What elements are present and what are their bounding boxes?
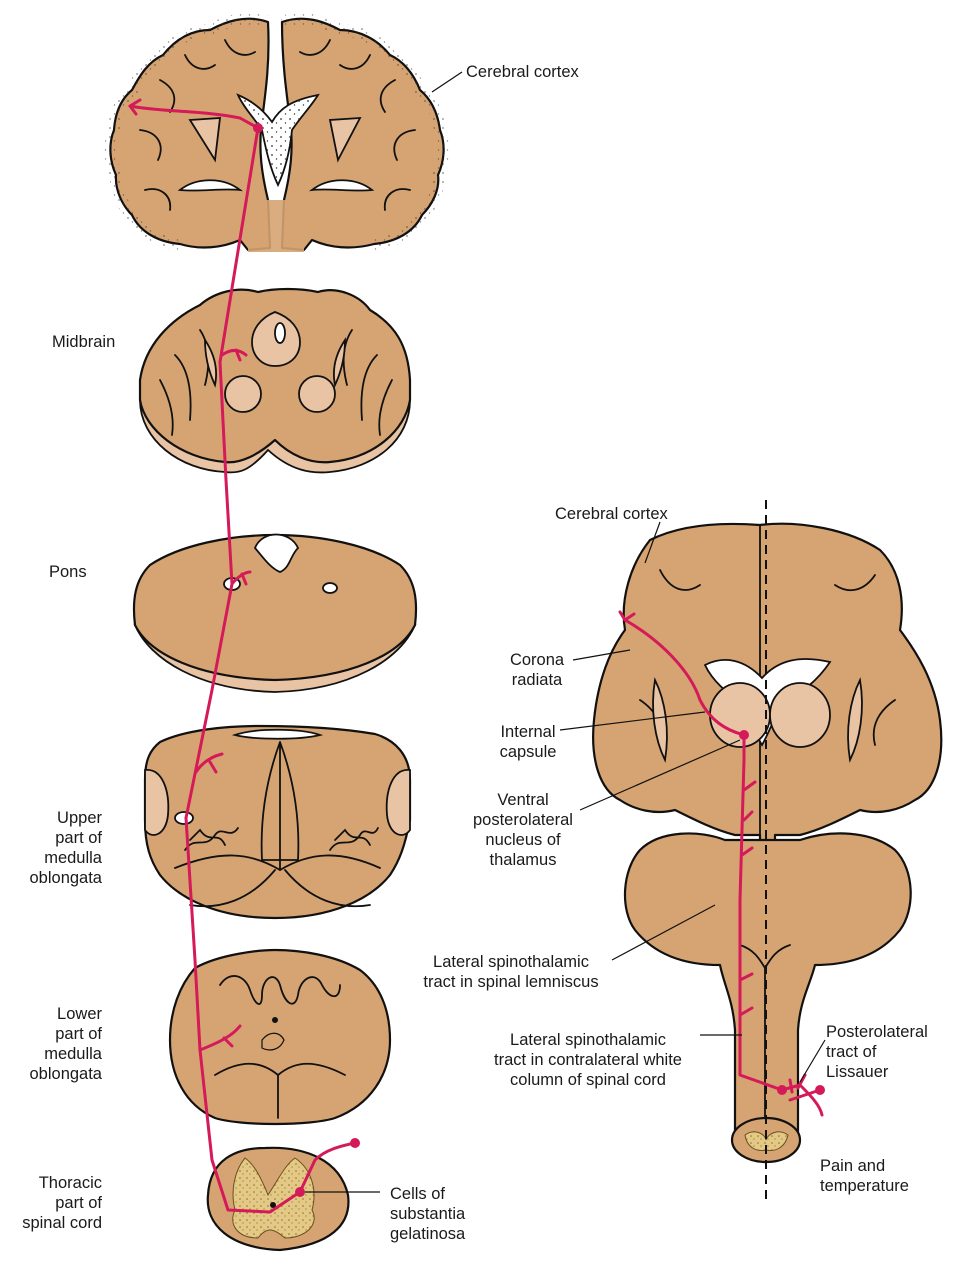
lower-medulla-section <box>168 816 392 1126</box>
label-cerebral-cortex-left: Cerebral cortex <box>466 63 579 81</box>
upper-medulla-section <box>143 582 412 920</box>
label-internal-capsule: Internal capsule <box>499 723 557 761</box>
label-substantia-gelatinosa: Cells of substantia gelatinosa <box>390 1185 466 1243</box>
upper-medulla-outline <box>143 724 412 920</box>
left-lentiform <box>188 117 222 163</box>
anterior-brain-view <box>592 500 943 1205</box>
cerebellum-brainstem <box>623 832 912 1137</box>
label-lissauer: Posterolateral tract of Lissauer <box>826 1023 928 1081</box>
label-lower-medulla: Lower part of medulla oblongata <box>29 1005 103 1083</box>
lower-medulla-outline <box>168 948 392 1126</box>
right-thalamus <box>769 682 831 748</box>
label-lst-lemniscus: Lateral spinothalamic tract in spinal le… <box>423 953 599 991</box>
leader-lines <box>431 71 826 1083</box>
label-upper-medulla: Upper part of medulla oblongata <box>29 809 103 887</box>
label-pain-temperature: Pain and temperature <box>820 1157 909 1195</box>
label-corona-radiata: Corona radiata <box>509 651 565 689</box>
label-cerebral-cortex-right: Cerebral cortex <box>555 505 668 523</box>
coronal-brain-section <box>104 12 450 252</box>
midbrain-section <box>138 126 412 474</box>
label-lst-white-column: Lateral spinothalamic tract in contralat… <box>493 1031 682 1089</box>
right-lentiform <box>328 116 362 163</box>
midbrain-outline <box>138 287 412 464</box>
pons-section <box>132 360 418 693</box>
label-vpl-nucleus: Ventral posterolateral nucleus of thalam… <box>473 791 573 869</box>
thoracic-cord-section <box>198 1048 380 1252</box>
label-midbrain: Midbrain <box>52 333 116 351</box>
label-pons: Pons <box>49 563 87 581</box>
label-thoracic-cord: Thoracic part of spinal cord <box>22 1174 102 1232</box>
